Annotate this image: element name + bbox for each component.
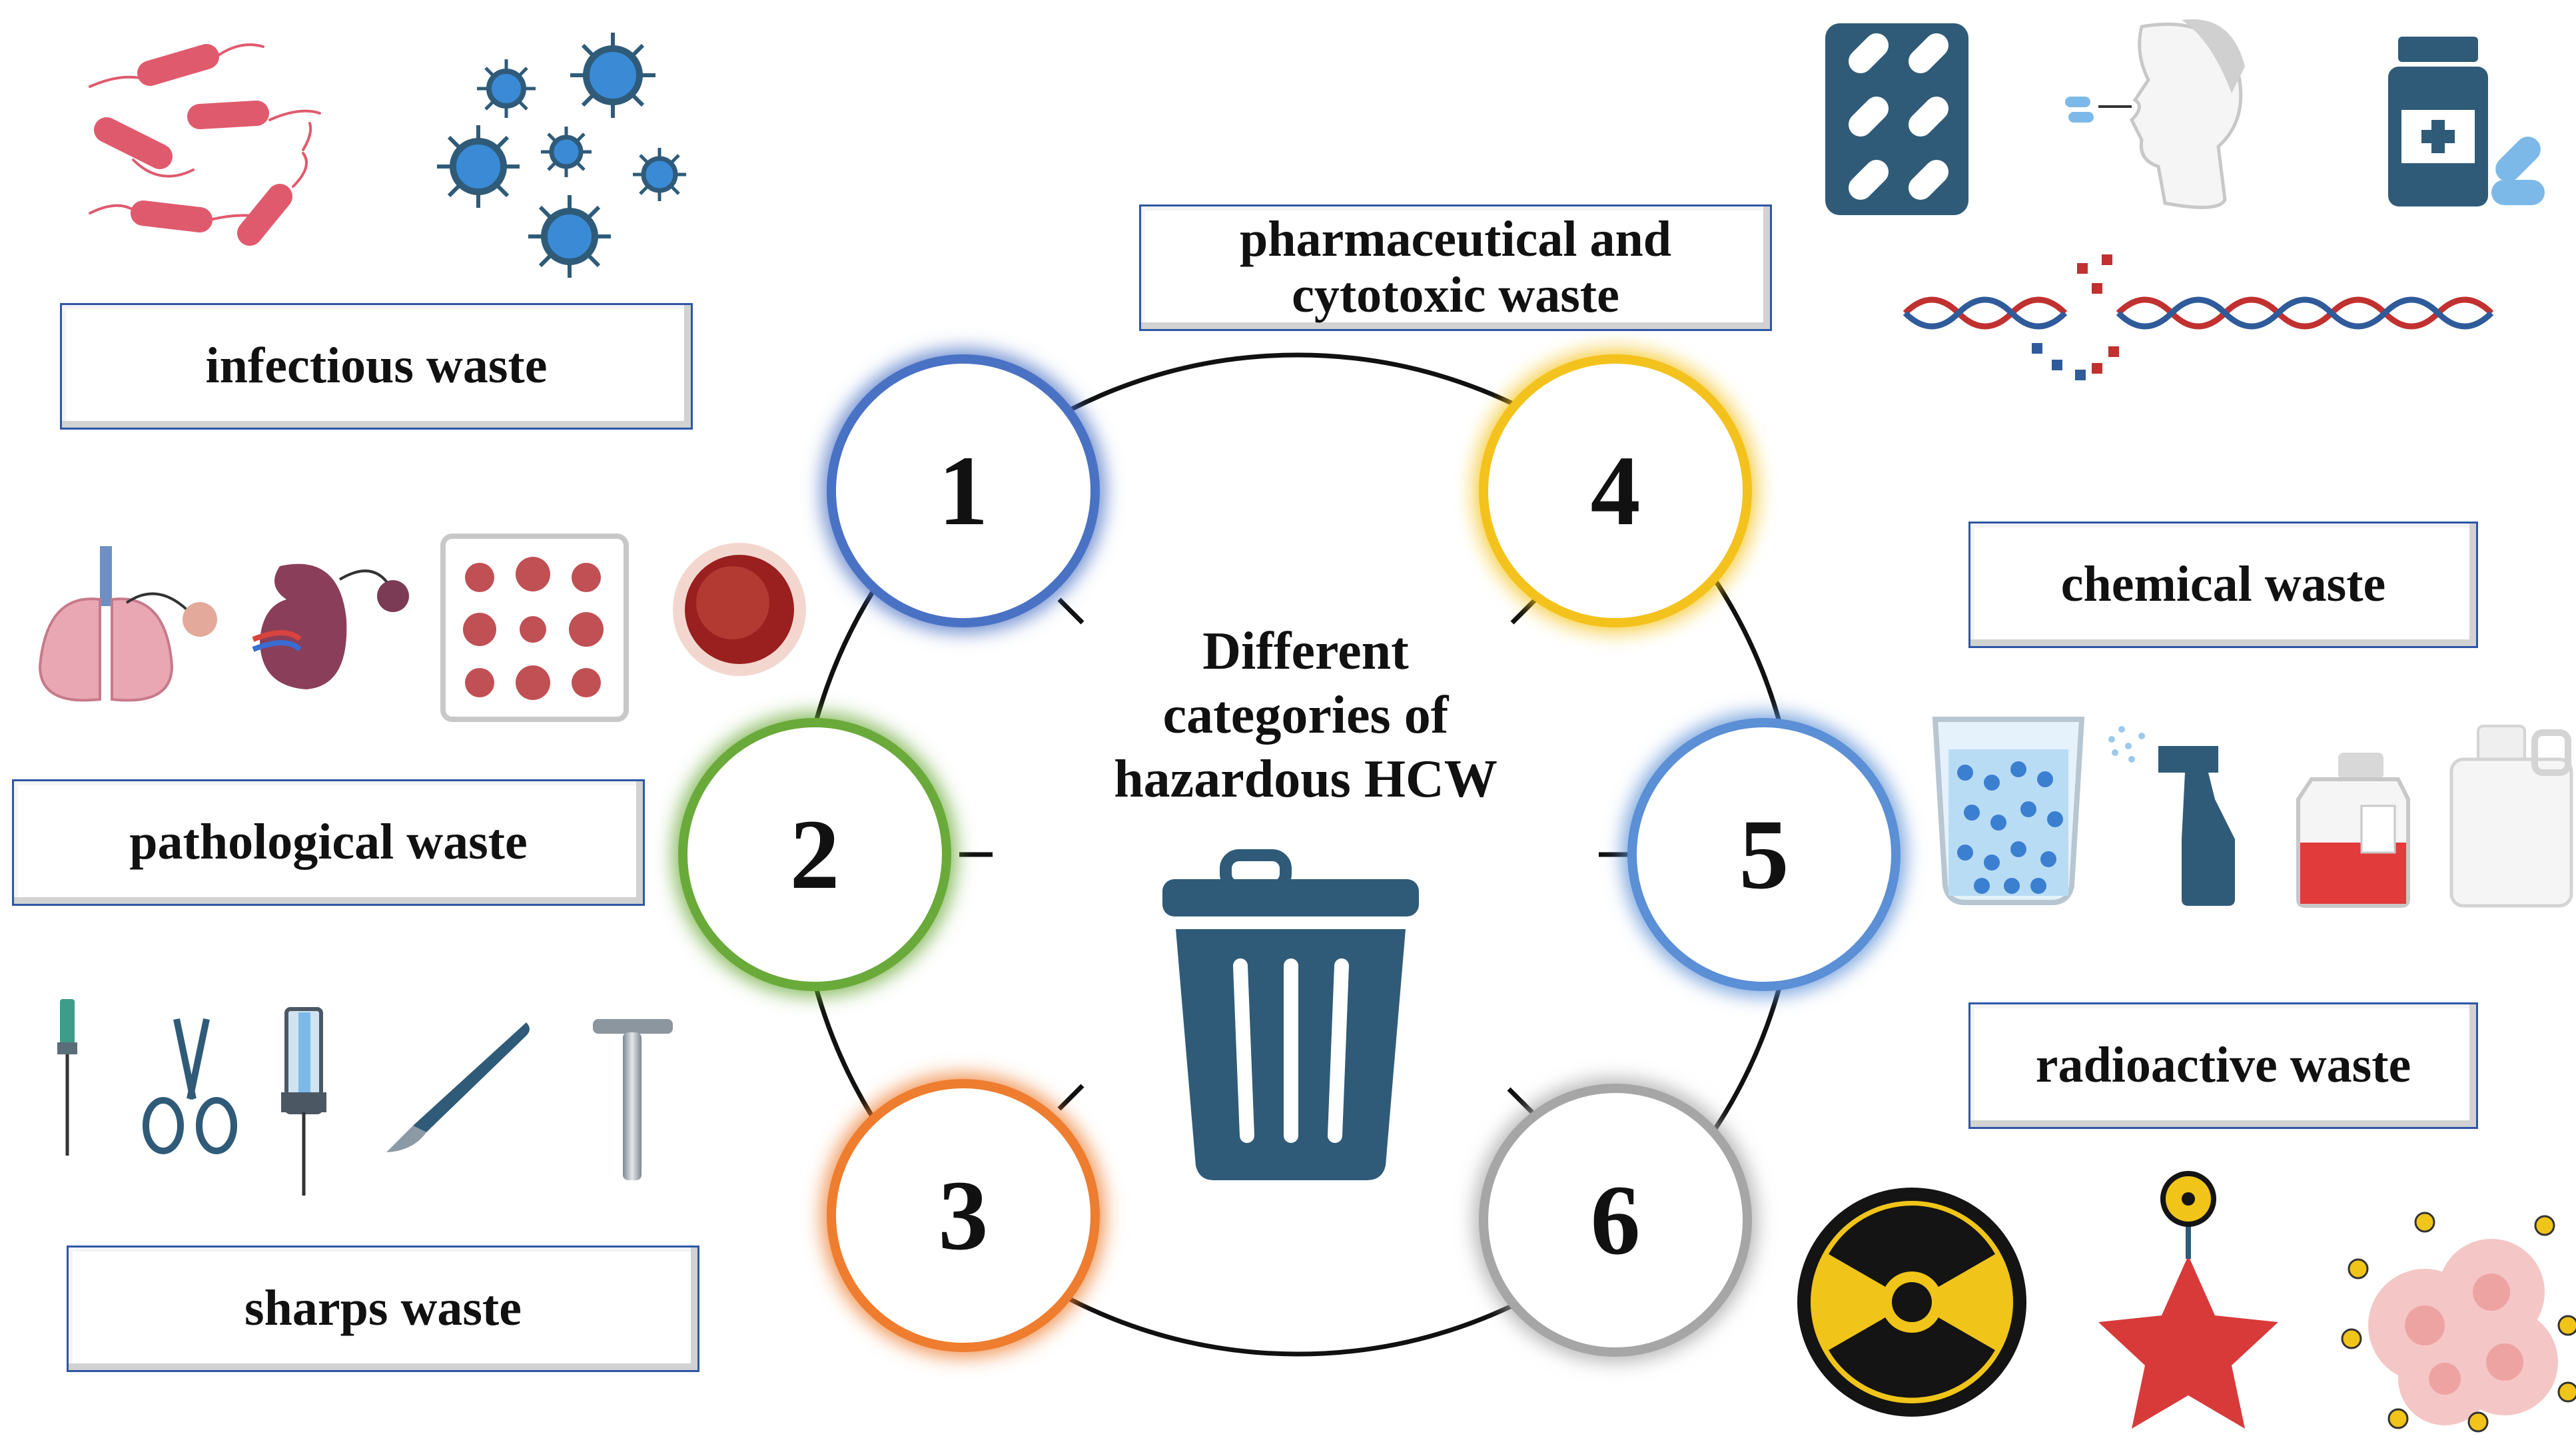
medicine-bottle-icon <box>2388 37 2545 206</box>
beaker-icon <box>1932 717 2085 905</box>
label-pharmaceutical-cytotoxic-waste: pharmaceutical and cytotoxic waste <box>1139 204 1772 331</box>
pin-icon <box>593 1019 673 1180</box>
spray-bottle-icon <box>2108 726 2235 906</box>
jerry-can-icon <box>2449 725 2573 908</box>
label-pharmaceutical-text-line2: cytotoxic waste <box>1292 267 1619 323</box>
radiation-symbol-icon <box>1797 1188 2026 1417</box>
center-title-line3: hazardous HCW <box>1114 750 1498 809</box>
label-sharps-waste: sharps waste <box>67 1246 699 1372</box>
label-radioactive-waste: radioactive waste <box>1968 1002 2478 1129</box>
category-circle-1: 1 <box>827 354 1100 627</box>
radioactive-star-icon <box>2098 1171 2278 1429</box>
needle-icon <box>57 999 77 1156</box>
label-pathological-waste: pathological waste <box>12 779 645 906</box>
label-infectious-text: infectious waste <box>205 338 548 394</box>
scissors-icon <box>143 1018 237 1154</box>
label-infectious-waste: infectious waste <box>60 303 693 430</box>
label-radioactive-text: radioactive waste <box>2035 1037 2411 1094</box>
lungs-icon <box>38 546 217 702</box>
center-title-line1: Different <box>1202 622 1409 681</box>
virus-icon <box>437 33 686 278</box>
category-circle-2: 2 <box>678 718 951 991</box>
label-sharps-text: sharps waste <box>244 1280 522 1337</box>
dna-strand-icon <box>1903 254 2494 380</box>
scalpel-icon <box>386 1022 530 1152</box>
label-chemical-waste: chemical waste <box>1968 522 2478 648</box>
category-circle-4: 4 <box>1479 354 1752 627</box>
bacteria-icon <box>89 43 321 246</box>
flask-icon <box>2296 753 2410 908</box>
person-taking-pill-icon <box>2065 19 2245 209</box>
category-circle-6: 6 <box>1479 1084 1752 1357</box>
category-number-5: 5 <box>1739 799 1789 910</box>
center-title: Different categories of hazardous HCW <box>1066 619 1545 811</box>
category-number-1: 1 <box>938 436 989 546</box>
tissue-tray-icon <box>440 534 629 722</box>
category-number-6: 6 <box>1590 1165 1641 1275</box>
pill-blister-icon <box>1825 23 1968 215</box>
trash-bin-icon <box>1162 849 1419 1180</box>
kidney-icon <box>252 563 409 689</box>
label-chemical-text: chemical waste <box>2060 556 2386 613</box>
category-number-4: 4 <box>1590 436 1641 546</box>
center-title-line2: categories of <box>1162 686 1449 745</box>
category-number-3: 3 <box>938 1160 989 1271</box>
category-circle-5: 5 <box>1627 718 1901 991</box>
category-number-2: 2 <box>789 799 840 910</box>
tissue-sample-icon <box>673 543 806 676</box>
radiolabeled-cells-icon <box>2341 1212 2576 1433</box>
label-pathological-text: pathological waste <box>129 814 528 871</box>
syringe-icon <box>281 1007 326 1196</box>
category-circle-3: 3 <box>827 1079 1100 1352</box>
label-pharmaceutical-text-line1: pharmaceutical and <box>1239 211 1672 268</box>
